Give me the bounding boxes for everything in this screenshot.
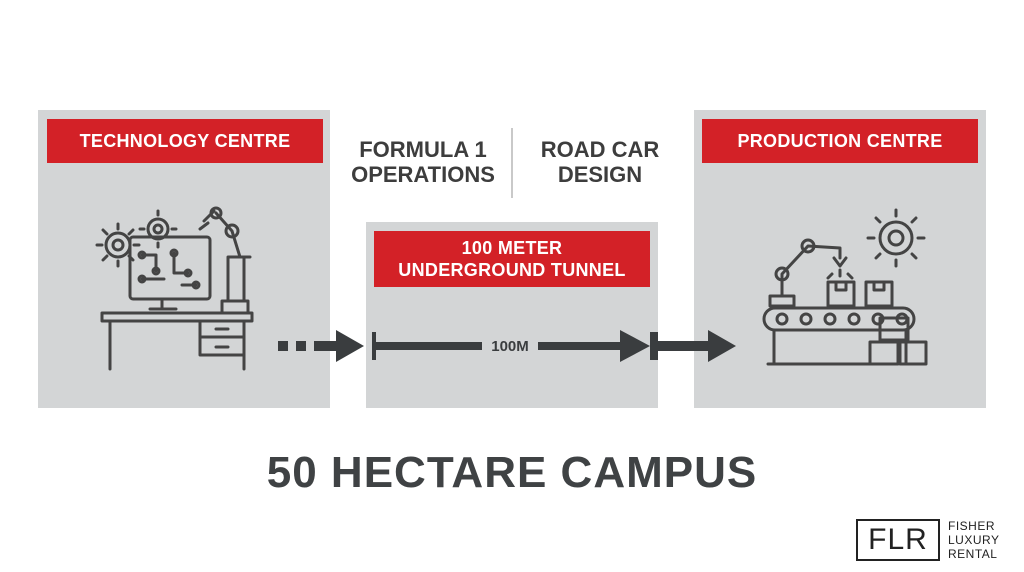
campus-title: 50 HECTARE CAMPUS [266,448,758,497]
formula-one-operations-text: FORMULA 1 OPERATIONS [338,137,508,187]
workstation-robot-arm-icon [95,206,254,371]
tunnel-label-line2: UNDERGROUND TUNNEL [398,260,626,280]
tunnel-label: 100 METER UNDERGROUND TUNNEL [374,231,650,287]
road-car-line2: DESIGN [557,162,643,187]
logo-wordmark: FISHER LUXURY RENTAL [948,519,1020,561]
technology-centre-label: TECHNOLOGY CENTRE [47,119,323,163]
tech-to-tunnel-arrow [278,330,364,362]
road-car-design-text: ROAD CAR DESIGN [515,137,685,187]
tunnel-to-production-arrow [654,330,736,362]
logo-line3: RENTAL [948,547,998,561]
assembly-line-robot-icon [762,208,928,366]
tunnel-distance-arrow [372,330,654,362]
logo-line1: FISHER [948,519,996,533]
logo-line2: LUXURY [948,533,1000,547]
logo-mark: FLR [856,519,940,561]
flr-logo: FLR FISHER LUXURY RENTAL [856,519,1020,563]
road-car-line1: ROAD CAR [540,137,660,162]
text-divider [511,128,513,198]
formula-one-line2: OPERATIONS [351,162,495,187]
production-centre-label: PRODUCTION CENTRE [702,119,978,163]
formula-one-line1: FORMULA 1 [359,137,487,162]
tunnel-distance-label: 100M [491,338,529,355]
tunnel-label-line1: 100 METER [461,238,563,258]
